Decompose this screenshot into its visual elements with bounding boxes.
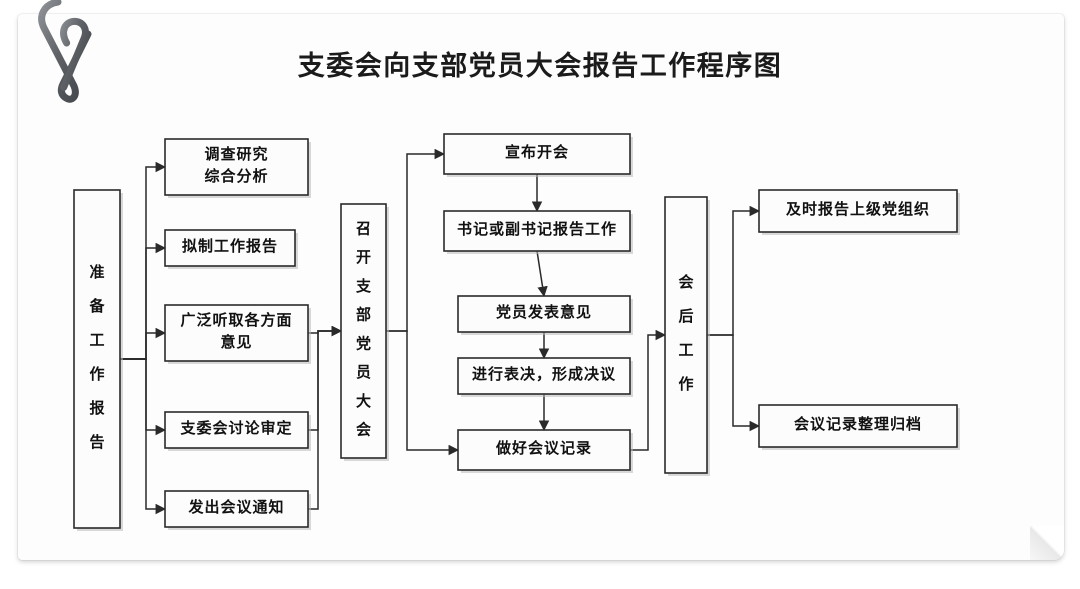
node-label: 广泛听取各方面意见 [180,311,292,351]
flowchart-node-vote: 进行表决，形成决议 [457,357,633,397]
node-label: 书记或副书记报告工作 [457,220,617,238]
node-label: 做好会议记录 [495,439,592,457]
flowchart-node-review: 支委会讨论审定 [164,411,311,451]
node-label: 发出会议通知 [187,498,284,516]
flowchart-node-opinions: 党员发表意见 [457,295,633,335]
flowchart-edge-prep-to-listen [120,327,167,360]
node-label: 支委会讨论审定 [179,419,292,437]
node-label: 调查研究综合分析 [204,145,268,185]
flowchart-edges [120,148,761,515]
page-title: 支委会向支部党员大会报告工作程序图 [297,51,783,81]
flowchart-node-after: 会后工作 [664,196,710,476]
flowchart-edge-notice-to-meeting [308,325,343,510]
flowchart-node-draft: 拟制工作报告 [164,229,298,269]
node-label: 及时报告上级党组织 [786,200,930,218]
flowchart-edge-prep-to-survey [120,161,167,360]
flowchart-edge-after-to-archive [707,334,761,432]
flowchart-node-open: 宣布开会 [443,133,633,177]
node-label: 进行表决，形成决议 [472,365,616,383]
flowchart-edge-review-to-meeting [308,325,343,431]
flowchart-edge-prep-to-notice [120,358,167,515]
flowchart-nodes: 准备工作报告 调查研究综合分析拟制工作报告广泛听取各方面意见支委会讨论审定发出会议… [73,133,960,531]
flowchart-edge-prep-to-review [120,358,167,436]
node-label: 会议记录整理归档 [794,415,922,433]
paperclip-icon [38,0,92,103]
flowchart-node-uplevel: 及时报告上级党组织 [758,189,960,235]
flowchart-node-prep: 准备工作报告 [73,189,123,531]
node-label: 宣布开会 [505,143,569,161]
flowchart-node-archive: 会议记录整理归档 [758,404,960,450]
flowchart-node-minutes: 做好会议记录 [457,429,633,473]
flowchart-node-survey: 调查研究综合分析 [164,138,311,198]
flowchart-edge-report-to-opinions [536,250,548,298]
flowchart-edge-minutes-to-after [630,329,667,451]
flowchart-edge-meeting-to-open [386,148,446,332]
node-label: 拟制工作报告 [182,237,278,255]
node-label: 党员发表意见 [496,303,592,321]
node-label: 召开支部党员大会 [355,221,372,439]
flowchart-node-meeting: 召开支部党员大会 [340,203,389,461]
flowchart-node-listen: 广泛听取各方面意见 [164,304,311,364]
node-label: 准备工作报告 [88,263,105,451]
flowchart-edge-meeting-to-minutes [386,330,460,456]
flowchart-node-notice: 发出会议通知 [164,490,311,530]
flowchart-edge-prep-to-draft [120,242,167,360]
node-label: 会后工作 [678,273,693,393]
flowchart-node-report: 书记或副书记报告工作 [443,210,633,254]
flowchart-edge-after-to-uplevel [707,205,761,336]
